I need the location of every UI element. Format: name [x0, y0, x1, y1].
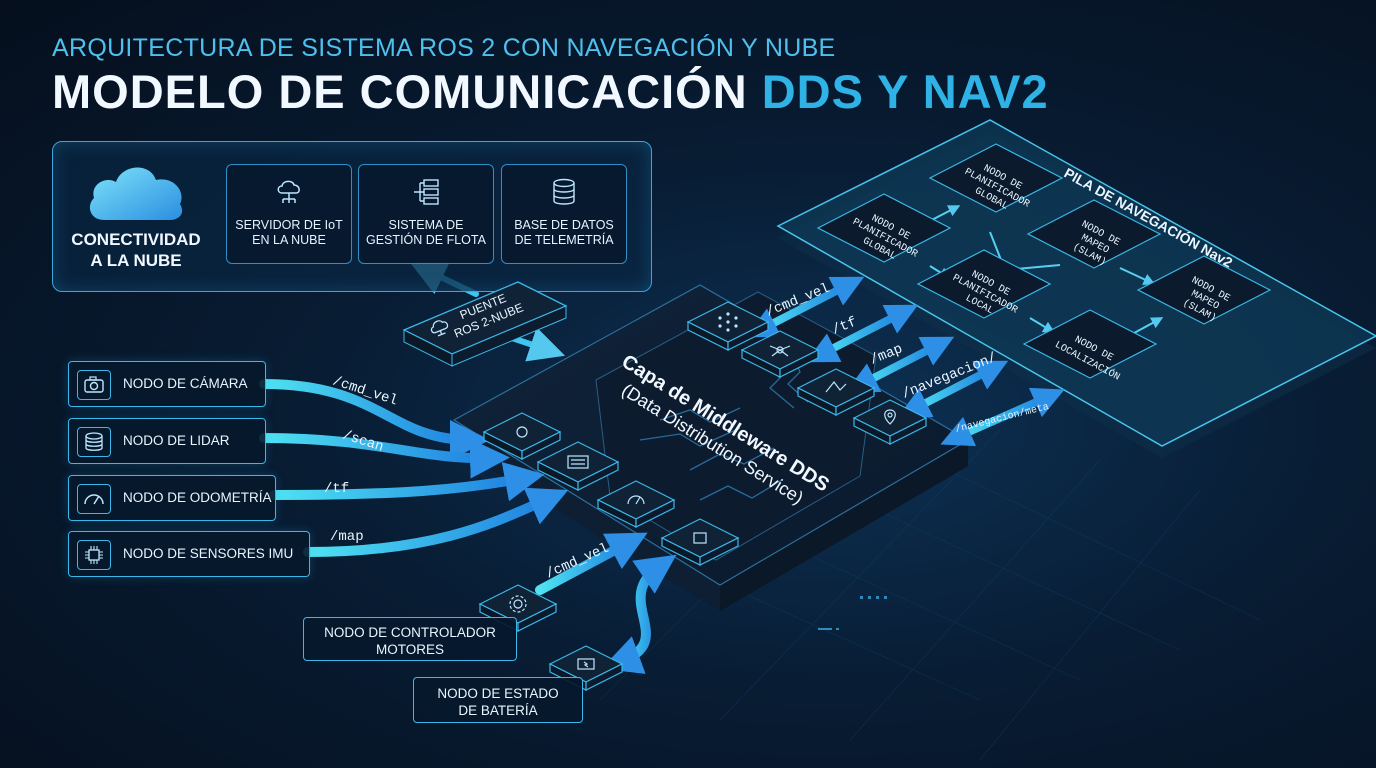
- motor-controller-label-line1: NODO DE CONTROLADOR: [324, 625, 496, 640]
- chip-icon: [77, 540, 111, 570]
- bottom-arrows: [535, 532, 677, 674]
- sensor-arrows: [259, 379, 569, 557]
- fleet-management-label-line1: SISTEMA DE: [388, 218, 464, 232]
- cloud-server-label-line1: SERVIDOR DE IoT: [235, 218, 343, 232]
- page-subtitle: ARQUITECTURA DE SISTEMA ROS 2 CON NAVEGA…: [52, 34, 836, 62]
- camera-node: NODO DE CÁMARA: [68, 361, 266, 407]
- imu-node: NODO DE SENSORES IMU: [68, 531, 310, 577]
- database-icon: [553, 178, 575, 205]
- fleet-management-box: SISTEMA DE GESTIÓN DE FLOTA: [358, 164, 494, 264]
- odometry-node: NODO DE ODOMETRÍA: [68, 475, 276, 521]
- cloud-server-icon: [277, 180, 300, 203]
- cloud-server-label: SERVIDOR DE IoT EN LA NUBE: [227, 218, 351, 248]
- gauge-icon: [77, 484, 111, 514]
- battery-status-node: NODO DE ESTADO DE BATERÍA: [413, 677, 583, 723]
- cloud-label-line1: CONECTIVIDAD: [71, 230, 201, 249]
- cloud-label: CONECTIVIDAD A LA NUBE: [58, 229, 214, 271]
- fleet-management-label: SISTEMA DE GESTIÓN DE FLOTA: [359, 218, 493, 248]
- telemetry-db-box: BASE DE DATOS DE TELEMETRÍA: [501, 164, 627, 264]
- battery-status-label-line1: NODO DE ESTADO: [437, 686, 559, 701]
- database-icon: [77, 427, 111, 457]
- page-title: MODELO DE COMUNICACIÓN DDS Y NAV2: [52, 64, 1049, 119]
- cloud-server-label-line2: EN LA NUBE: [252, 233, 326, 247]
- bridge-cloud-icon: [430, 320, 449, 337]
- motor-controller-label-line2: MOTORES: [375, 642, 444, 657]
- page-title-part2: DDS Y NAV2: [761, 65, 1049, 118]
- page-title-part1: MODELO DE COMUNICACIÓN: [52, 65, 748, 118]
- battery-status-label-line2: DE BATERÍA: [458, 703, 538, 718]
- cloud-icon: [89, 167, 183, 220]
- ros2-cloud-bridge: PUENTE ROS 2-NUBE: [402, 281, 568, 367]
- lidar-node: NODO DE LIDAR: [68, 418, 266, 464]
- fleet-management-label-line2: GESTIÓN DE FLOTA: [366, 233, 486, 247]
- grid-ticks: [818, 596, 887, 630]
- odometry-node-label: NODO DE ODOMETRÍA: [123, 490, 272, 505]
- camera-icon: [77, 370, 111, 400]
- cloud-label-line2: A LA NUBE: [90, 251, 182, 270]
- telemetry-db-label: BASE DE DATOS DE TELEMETRÍA: [502, 218, 626, 248]
- imu-node-label: NODO DE SENSORES IMU: [123, 546, 294, 561]
- telemetry-db-label-line1: BASE DE DATOS: [514, 218, 614, 232]
- fleet-management-icon: [414, 179, 439, 205]
- camera-node-label: NODO DE CÁMARA: [123, 376, 248, 391]
- motor-controller-node: NODO DE CONTROLADOR MOTORES: [303, 617, 517, 661]
- cloud-server-box: SERVIDOR DE IoT EN LA NUBE: [226, 164, 352, 264]
- lidar-node-label: NODO DE LIDAR: [123, 433, 230, 448]
- telemetry-db-label-line2: DE TELEMETRÍA: [514, 233, 614, 247]
